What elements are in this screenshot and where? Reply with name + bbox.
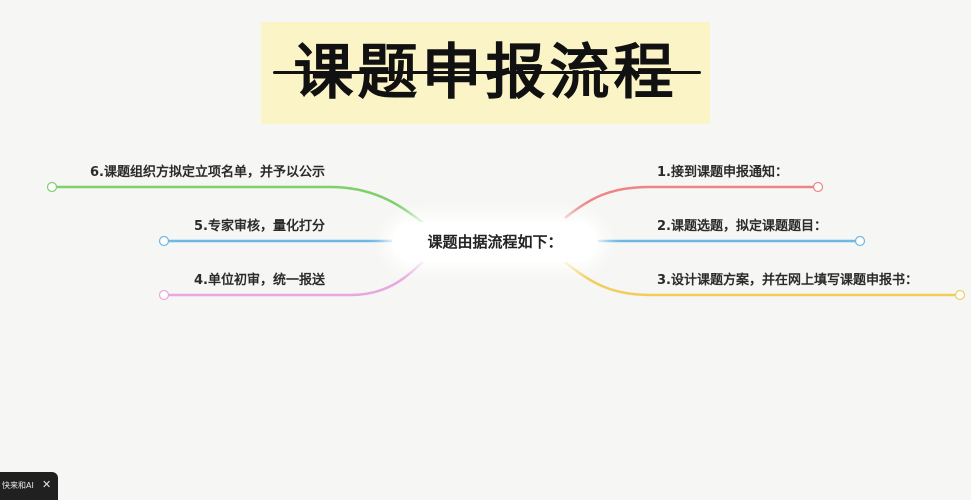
branch-3-connector — [564, 261, 960, 297]
branch-2-marker — [854, 235, 866, 247]
branch-1-connector — [564, 185, 818, 219]
branch-3-label: 3.设计课题方案，并在网上填写课题申报书： — [657, 273, 918, 288]
center-node-label: 课题由据流程如下： — [427, 233, 563, 251]
branch-5-marker — [158, 235, 170, 247]
branch-4-connector — [164, 259, 426, 297]
branch-1-label: 1.接到课题申报通知： — [657, 165, 788, 180]
watermark-text: 快来和AI — [2, 481, 34, 490]
branch-6-marker — [46, 181, 58, 193]
branch-6-label: 6.课题组织方拟定立项名单，并予以公示 — [90, 165, 325, 180]
title-card: 课题申报流程 — [261, 22, 710, 124]
title-strikethrough-line — [273, 71, 701, 74]
watermark-badge: 快来和AI ✕ — [0, 472, 58, 500]
branch-3-marker — [954, 289, 966, 301]
branch-4-label: 4.单位初审，统一报送 — [194, 273, 325, 288]
branch-6-connector — [52, 185, 426, 226]
branch-4-marker — [158, 289, 170, 301]
branch-1-marker — [812, 181, 824, 193]
center-node: 课题由据流程如下： — [392, 222, 598, 262]
branch-2-label: 2.课题选题，拟定课题题目： — [657, 219, 827, 234]
close-icon[interactable]: ✕ — [42, 478, 52, 491]
branch-5-label: 5.专家审核，量化打分 — [194, 219, 325, 234]
